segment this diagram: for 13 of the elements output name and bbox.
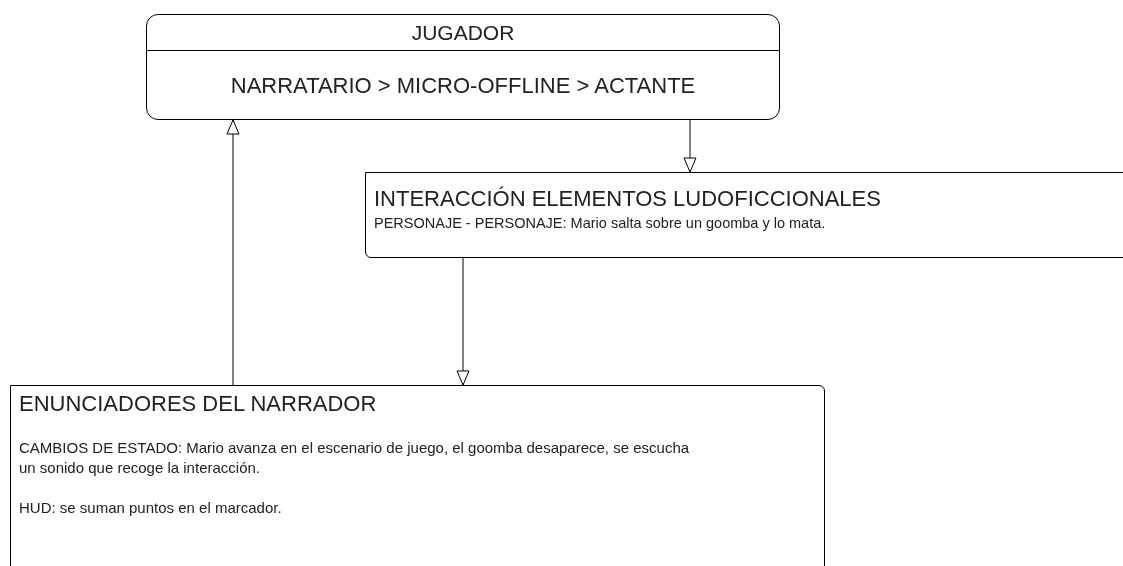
- arrow: [683, 119, 697, 173]
- class-box: [146, 14, 780, 120]
- box-title: ENUNCIADORES DEL NARRADOR: [19, 390, 378, 418]
- box-text: PERSONAJE - PERSONAJE: Mario salta sobre un goomba y lo mata.: [374, 214, 827, 233]
- box-text: NARRATARIO > MICRO-OFFLINE > ACTANTE: [229, 71, 697, 100]
- arrow: [456, 257, 470, 386]
- box-text: CAMBIOS DE ESTADO: Mario avanza en el escenario de juego, el goomba desaparece, se escucha un sonido que recoge la interacción.: [19, 438, 691, 478]
- arrow: [226, 119, 240, 386]
- process-box: [10, 385, 825, 566]
- process-box: [365, 172, 1123, 258]
- box-title: JUGADOR: [147, 15, 779, 51]
- box-title: INTERACCIÓN ELEMENTOS LUDOFICCIONALES: [374, 185, 882, 213]
- box-text: HUD: se suman puntos en el marcador.: [19, 498, 283, 518]
